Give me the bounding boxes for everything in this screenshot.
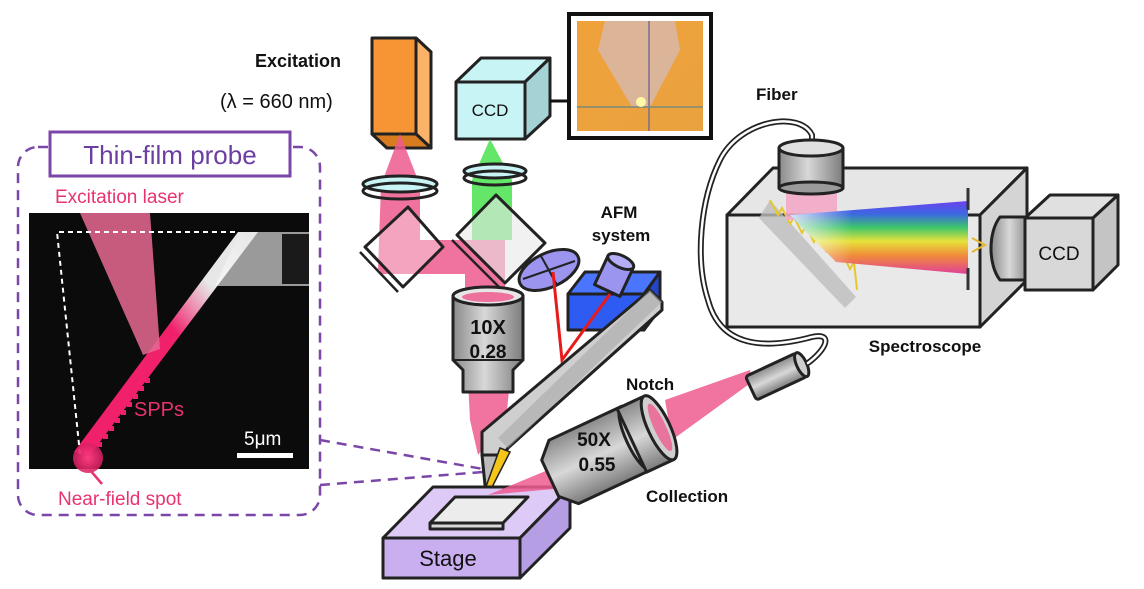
objective-top-mag: 10X [470,317,506,339]
excitation-source: Excitation (λ = 660 nm) [220,36,433,150]
spectroscope: Spectroscope [725,138,1029,356]
inset-title-box [48,130,292,178]
ccd-right-front [1023,216,1095,292]
ccd-top-label: CCD [472,101,509,120]
excitation-laser-label: Excitation laser [55,187,185,208]
inset-connector-top [319,438,484,471]
stage-front [381,536,522,580]
notch-filter [615,394,679,474]
inset-dashed-border [16,145,322,517]
camera-image-hotspot [636,97,646,107]
near-field-spot-marker [73,443,103,473]
ccd-right-label: CCD [1038,244,1079,265]
fiber-label: Fiber [756,85,798,104]
ccd-right-adapter [989,215,1034,282]
diffraction-grating [759,200,856,308]
thin-film-probe-inset: Thin-film probe Excitation laser SPPs 5μ… [16,130,484,517]
near-field-spot-label: Near-field spot [58,489,182,510]
sem-cantilever-shadow [282,234,309,284]
spp-markers [97,378,150,447]
sem-probe-arm [74,232,258,455]
spectroscope-label: Spectroscope [869,337,981,356]
afm-laser-path [551,271,612,365]
scale-bar [237,453,293,458]
excitation-title: Excitation [255,51,341,71]
inset-title: Thin-film probe [83,140,256,170]
fiber-cable-core [699,120,827,365]
excitation-wavelength: (λ = 660 nm) [220,91,333,113]
inset-connector-bottom [319,470,484,487]
output-arrow [971,237,988,253]
camera-image-probe [598,21,680,107]
afm-detector-lens [593,251,636,298]
sem-dashed-outline [55,231,235,455]
ccd-front-face [454,80,527,141]
beamsplitter [451,193,547,289]
excitation-lens-edge [361,181,439,201]
collection-beam [488,370,752,495]
ccd-lens-edge [462,169,528,187]
fiber-input-bottom [777,180,845,196]
ccd-camera-top: CCD [454,12,713,141]
stage: Stage [381,485,572,580]
objective-top: 10X 0.28 [451,285,525,394]
objective-side-na: 0.55 [579,455,616,476]
stage-label: Stage [419,546,477,571]
ccd-camera-right: CCD [989,193,1120,292]
scale-bar-label: 5μm [244,429,281,450]
excitation-laser-cone [80,213,160,355]
objective-side-mag: 50X [577,430,611,451]
collection-label: Collection [646,487,728,506]
afm-system: AFM system [517,203,662,365]
near-field-pointer [89,469,103,485]
afm-label-line2: system [592,226,651,245]
fiber-input-top [777,138,845,158]
mirror-left [359,205,445,293]
spps-label: SPPs [134,399,184,421]
spectrum-fan-fade [790,201,968,274]
sample-edge [428,521,505,531]
afm-label-line1: AFM [601,203,638,222]
objective-top-na: 0.28 [470,342,507,363]
laser-source-side [414,36,433,150]
notch-label: Notch [626,375,674,394]
fiber-collector [744,351,811,401]
